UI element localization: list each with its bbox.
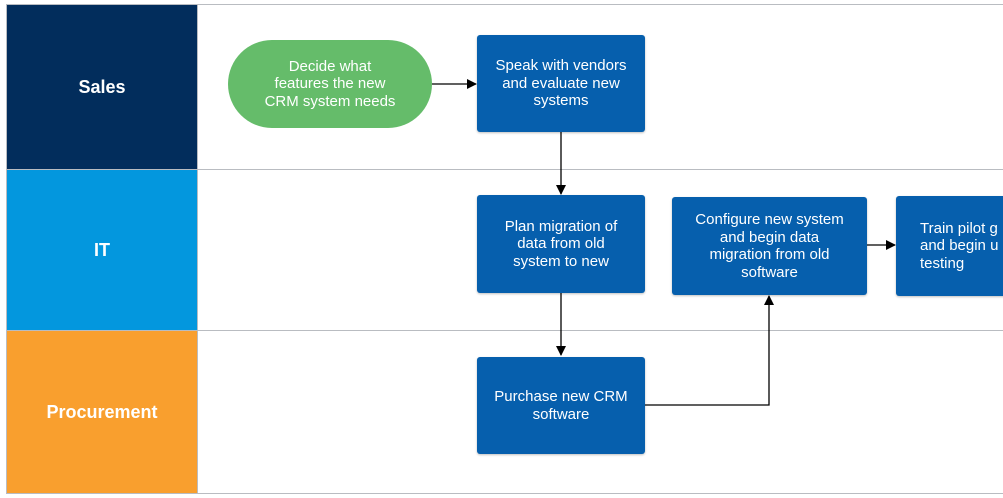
lane-header-procurement: Procurement [7,331,198,493]
start-decide-features: Decide what features the new CRM system … [228,40,432,128]
process-configure-system: Configure new system and begin data migr… [672,197,867,295]
lane-procurement: Procurement [7,330,1003,493]
lane-header-it: IT [7,170,198,330]
process-speak-vendors: Speak with vendors and evaluate new syst… [477,35,645,132]
process-purchase-crm: Purchase new CRM software [477,357,645,454]
lane-sales: Sales [7,5,1003,169]
process-plan-migration: Plan migration of data from old system t… [477,195,645,293]
process-train-pilot: Train pilot g and begin u testing [896,196,1003,296]
lane-it: IT [7,169,1003,330]
lane-header-sales: Sales [7,5,198,169]
